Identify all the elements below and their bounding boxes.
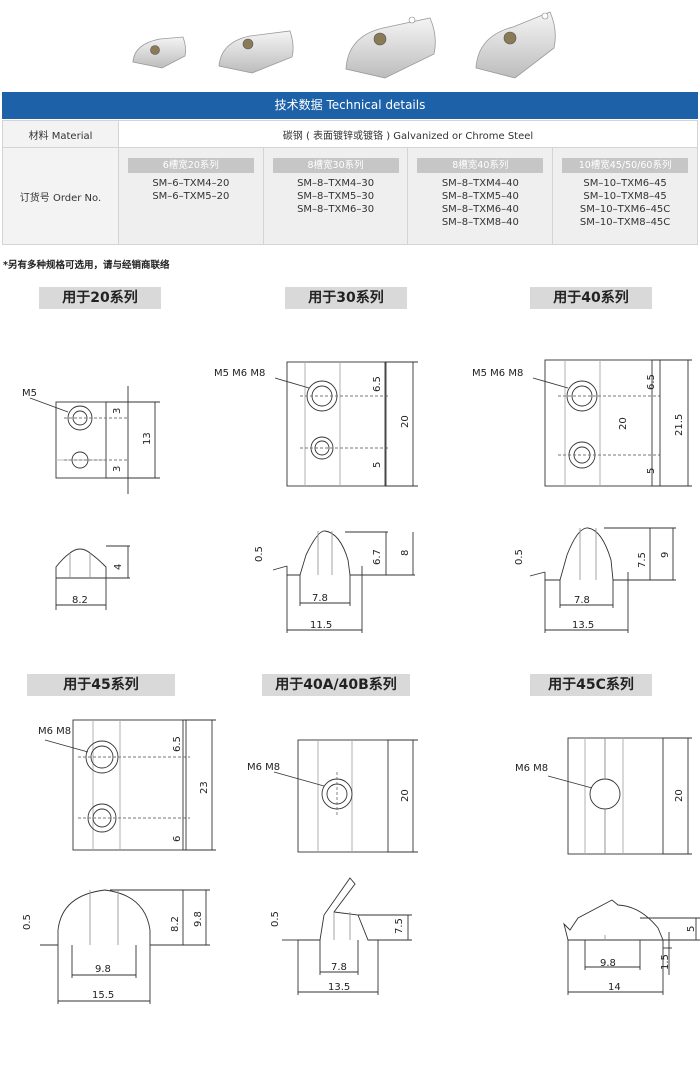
dim-label: 1.5 (660, 954, 671, 970)
dim-label: 7.8 (331, 962, 347, 973)
dim-label: 13.5 (572, 620, 594, 631)
dim-label: 6 (172, 836, 183, 842)
thread-label-45: M6 M8 (38, 726, 71, 737)
dim-label: 20 (400, 789, 411, 802)
order-code: SM–10–TXM6–45C (579, 204, 671, 215)
dim-label: 5 (646, 468, 657, 474)
dim-label: 0.5 (514, 549, 525, 565)
group-title: 10槽宽45/50/60系列 (562, 158, 689, 173)
drawing-20-top-view (29, 386, 160, 494)
section-title-45c: 用于45C系列 (530, 674, 652, 696)
order-code: SM–6–TXM4–20 (152, 178, 230, 189)
group-title: 8槽宽40系列 (417, 158, 544, 173)
material-value: 碳钢 ( 表面镀锌或镀铬 ) Galvanized or Chrome Stee… (117, 120, 699, 148)
dim-label: 20 (400, 415, 411, 428)
material-label: 材料 Material (2, 120, 119, 148)
order-code: SM–10–TXM8–45 (583, 191, 667, 202)
dim-label: 7.8 (312, 593, 328, 604)
dim-label: 5 (686, 926, 697, 932)
dim-label: 9.8 (95, 964, 111, 975)
order-group-30: 8槽宽30系列 SM–8–TXM4–30 SM–8–TXM5–30 SM–8–T… (262, 147, 409, 245)
t-nut-photo-2 (218, 30, 294, 74)
order-group-45: 10槽宽45/50/60系列 SM–10–TXM6–45 SM–10–TXM8–… (552, 147, 698, 245)
order-label: 订货号 Order No. (2, 147, 119, 245)
dim-label: 11.5 (310, 620, 332, 631)
order-row: 订货号 Order No. 6槽宽20系列 SM–6–TXM4–20 SM–6–… (2, 147, 698, 245)
section-title-45: 用于45系列 (27, 674, 175, 696)
dim-label: 9.8 (193, 911, 204, 927)
drawing-40ab-side-view (282, 877, 412, 995)
dim-label: 20 (618, 417, 629, 430)
spec-table: 材料 Material 碳钢 ( 表面镀锌或镀铬 ) Galvanized or… (2, 120, 699, 245)
group-title: 6槽宽20系列 (127, 158, 254, 173)
order-code: SM–10–TXM6–45 (583, 178, 667, 189)
dim-label: 0.5 (22, 914, 33, 930)
dim-label: 7.5 (394, 918, 405, 934)
drawing-40ab-top-view (273, 739, 418, 853)
dim-label: 9 (660, 552, 671, 558)
technical-drawings: M5 3 3 13 4 8.2 M5 M6 M8 6.5 20 5 (22, 359, 700, 1004)
drawing-30-side-view (272, 530, 415, 633)
group-title: 8槽宽30系列 (272, 158, 399, 173)
dim-label: 7.8 (574, 595, 590, 606)
dim-label: 6.5 (372, 376, 383, 392)
dim-label: 20 (674, 789, 685, 802)
dim-label: 23 (199, 781, 210, 794)
dim-label: 14 (608, 982, 621, 993)
dim-label: 8 (400, 550, 411, 556)
drawing-40-top-view (532, 359, 692, 487)
order-code: SM–8–TXM8–40 (441, 217, 519, 228)
dim-label: 0.5 (254, 546, 265, 562)
dim-label: 6.5 (172, 736, 183, 752)
availability-note: *另有多种规格可选用，请与经销商联络 (3, 260, 170, 271)
section-title-40: 用于40系列 (530, 287, 652, 309)
thread-label-40ab: M6 M8 (247, 762, 280, 773)
thread-label-20: M5 (22, 388, 37, 399)
thread-label-45c: M6 M8 (515, 763, 548, 774)
order-group-20: 6槽宽20系列 SM–6–TXM4–20 SM–6–TXM5–20 (117, 147, 264, 245)
order-code: SM–8–TXM4–40 (441, 178, 519, 189)
t-nut-photo-4 (475, 11, 556, 79)
drawing-45-top-view (44, 719, 216, 851)
dim-label: 8.2 (72, 595, 88, 606)
dim-label: 0.5 (270, 911, 281, 927)
thread-label-40: M5 M6 M8 (472, 368, 523, 379)
section-title-30: 用于30系列 (285, 287, 407, 309)
dim-label: 8.2 (170, 916, 181, 932)
drawing-30-top-view (274, 361, 418, 487)
dim-label: 15.5 (92, 990, 114, 1001)
drawing-40-side-view (529, 527, 676, 633)
order-code: SM–8–TXM5–40 (441, 191, 519, 202)
dim-label: 4 (113, 564, 124, 570)
thread-label-30: M5 M6 M8 (214, 368, 265, 379)
dim-label: 5 (372, 462, 383, 468)
t-nut-photo-1 (132, 36, 187, 69)
drawing-45-side-view (40, 889, 210, 1004)
drawing-45c-side-view (563, 899, 700, 995)
dim-label: 7.5 (637, 552, 648, 568)
order-code: SM–8–TXM4–30 (297, 178, 375, 189)
drawing-20-side-view (55, 545, 130, 610)
order-code: SM–8–TXM5–30 (297, 191, 375, 202)
drawing-45c-top-view (547, 737, 692, 855)
section-title-20: 用于20系列 (39, 287, 161, 309)
dim-label: 13.5 (328, 982, 350, 993)
t-nut-photo-3 (345, 16, 436, 79)
dim-label: 21.5 (674, 414, 685, 436)
dim-label: 3 (112, 466, 123, 472)
technical-details-header: 技术数据 Technical details (2, 92, 698, 119)
dim-label: 6.7 (372, 549, 383, 565)
order-code: SM–8–TXM6–30 (297, 204, 375, 215)
dim-label: 6.5 (646, 374, 657, 390)
product-photos (132, 11, 556, 79)
dim-label: 9.8 (600, 958, 616, 969)
section-title-40ab: 用于40A/40B系列 (262, 674, 410, 696)
order-code: SM–8–TXM6–40 (441, 204, 519, 215)
order-code: SM–10–TXM8–45C (579, 217, 671, 228)
material-row: 材料 Material 碳钢 ( 表面镀锌或镀铬 ) Galvanized or… (2, 120, 699, 148)
dim-label: 3 (112, 408, 123, 414)
dim-label: 13 (142, 432, 153, 445)
order-code: SM–6–TXM5–20 (152, 191, 230, 202)
order-group-40: 8槽宽40系列 SM–8–TXM4–40 SM–8–TXM5–40 SM–8–T… (407, 147, 554, 245)
